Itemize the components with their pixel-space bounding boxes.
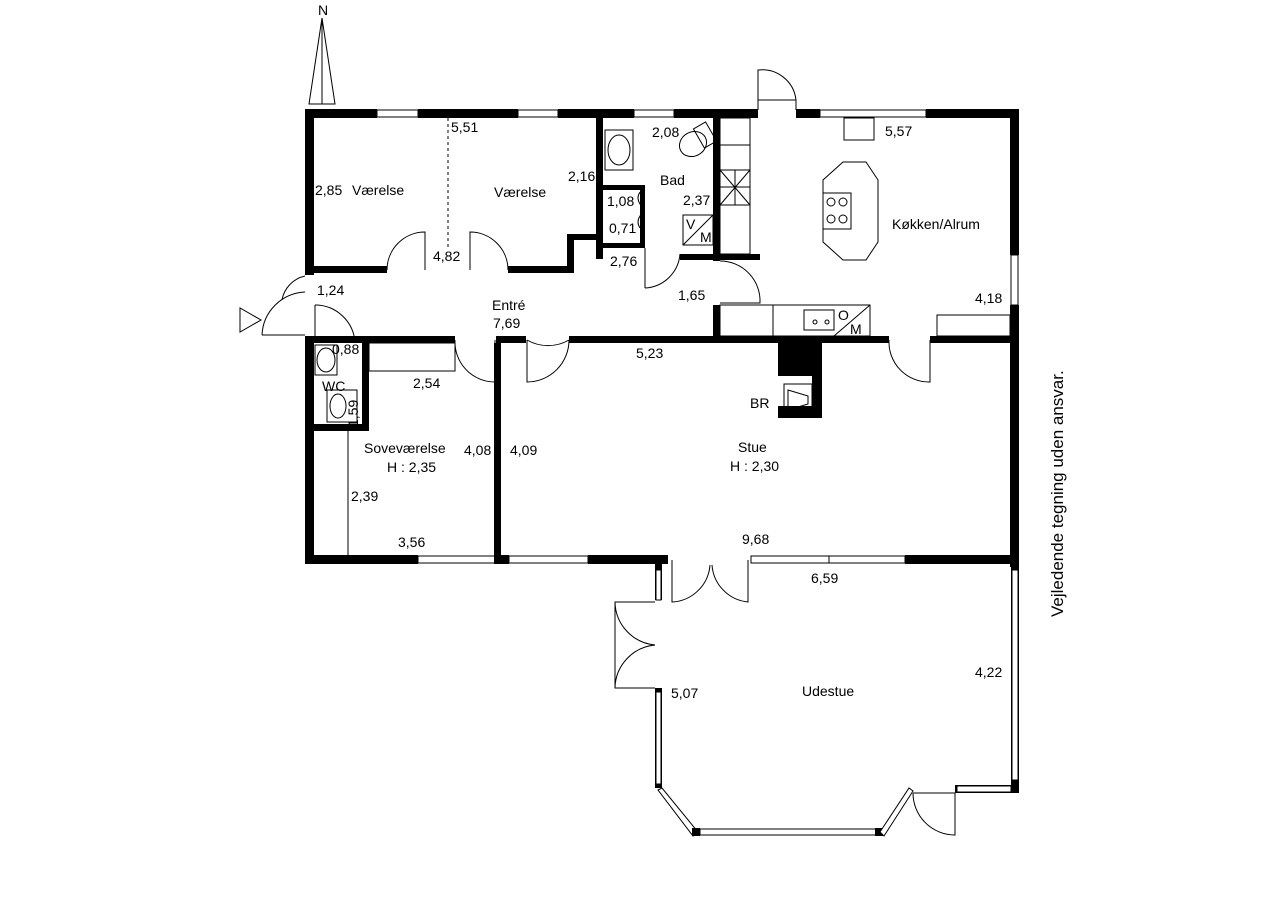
room-bad: Bad: [660, 172, 685, 188]
room-entre: Entré: [492, 297, 526, 313]
room-sovevaerelse: Soveværelse: [364, 440, 446, 456]
dim-label: 4,08: [464, 442, 491, 458]
doors: [239, 69, 956, 836]
room-br: BR: [750, 395, 769, 411]
symbol-v: V: [686, 216, 696, 232]
dim-label: 2,08: [652, 124, 679, 140]
dim-label: 1,24: [317, 282, 344, 298]
room-sovevaerelse-height: H : 2,35: [387, 459, 436, 475]
dim-label: 4,09: [510, 442, 537, 458]
symbol-m2: M: [850, 321, 862, 337]
dim-label: 4,82: [433, 248, 460, 264]
dimensions: 5,51 2,85 4,82 2,08 2,16 2,37 1,08 0,71 …: [315, 119, 1002, 701]
dim-label: 2,85: [315, 182, 342, 198]
dim-label: 0,88: [332, 341, 359, 357]
dim-label: 2,39: [351, 488, 378, 504]
room-stue-height: H : 2,30: [730, 458, 779, 474]
symbol-m: M: [700, 229, 712, 245]
dim-label: 1,65: [678, 287, 705, 303]
dim-label: 1,59: [345, 400, 361, 427]
fixtures: [314, 117, 1011, 555]
room-stue: Stue: [738, 439, 767, 455]
north-label: N: [318, 2, 328, 18]
symbol-o: O: [838, 307, 849, 323]
dim-label: 2,16: [568, 168, 595, 184]
dim-label: 0,71: [609, 220, 636, 236]
dim-label: 5,07: [671, 685, 698, 701]
disclaimer-text: Vejledende tegning uden ansvar.: [1048, 370, 1067, 617]
room-labels: Værelse Værelse Bad Køkken/Alrum Entré W…: [322, 172, 980, 699]
dim-label: 4,22: [975, 664, 1002, 680]
conservatory-glazing: [655, 569, 1019, 837]
north-arrow-icon: [308, 17, 336, 105]
dim-label: 4,18: [975, 290, 1002, 306]
dim-label: 9,68: [742, 531, 769, 547]
room-vaerelse-2: Værelse: [494, 184, 546, 200]
appliance-symbols: V M O M: [686, 216, 862, 337]
dim-label: 5,51: [451, 119, 478, 135]
room-kokken-alrum: Køkken/Alrum: [892, 216, 980, 232]
dim-label: 6,59: [811, 570, 838, 586]
dim-label: 2,54: [413, 375, 440, 391]
room-vaerelse-1: Værelse: [352, 182, 404, 198]
room-wc: WC: [322, 378, 345, 394]
dim-label: 1,08: [607, 193, 634, 209]
dim-label: 2,76: [610, 253, 637, 269]
dim-label: 5,57: [885, 123, 912, 139]
dim-label: 3,56: [398, 534, 425, 550]
windows: [376, 109, 1019, 564]
dim-label: 7,69: [493, 315, 520, 331]
dim-label: 5,23: [636, 345, 663, 361]
room-udestue: Udestue: [802, 683, 854, 699]
dim-label: 2,37: [683, 192, 710, 208]
